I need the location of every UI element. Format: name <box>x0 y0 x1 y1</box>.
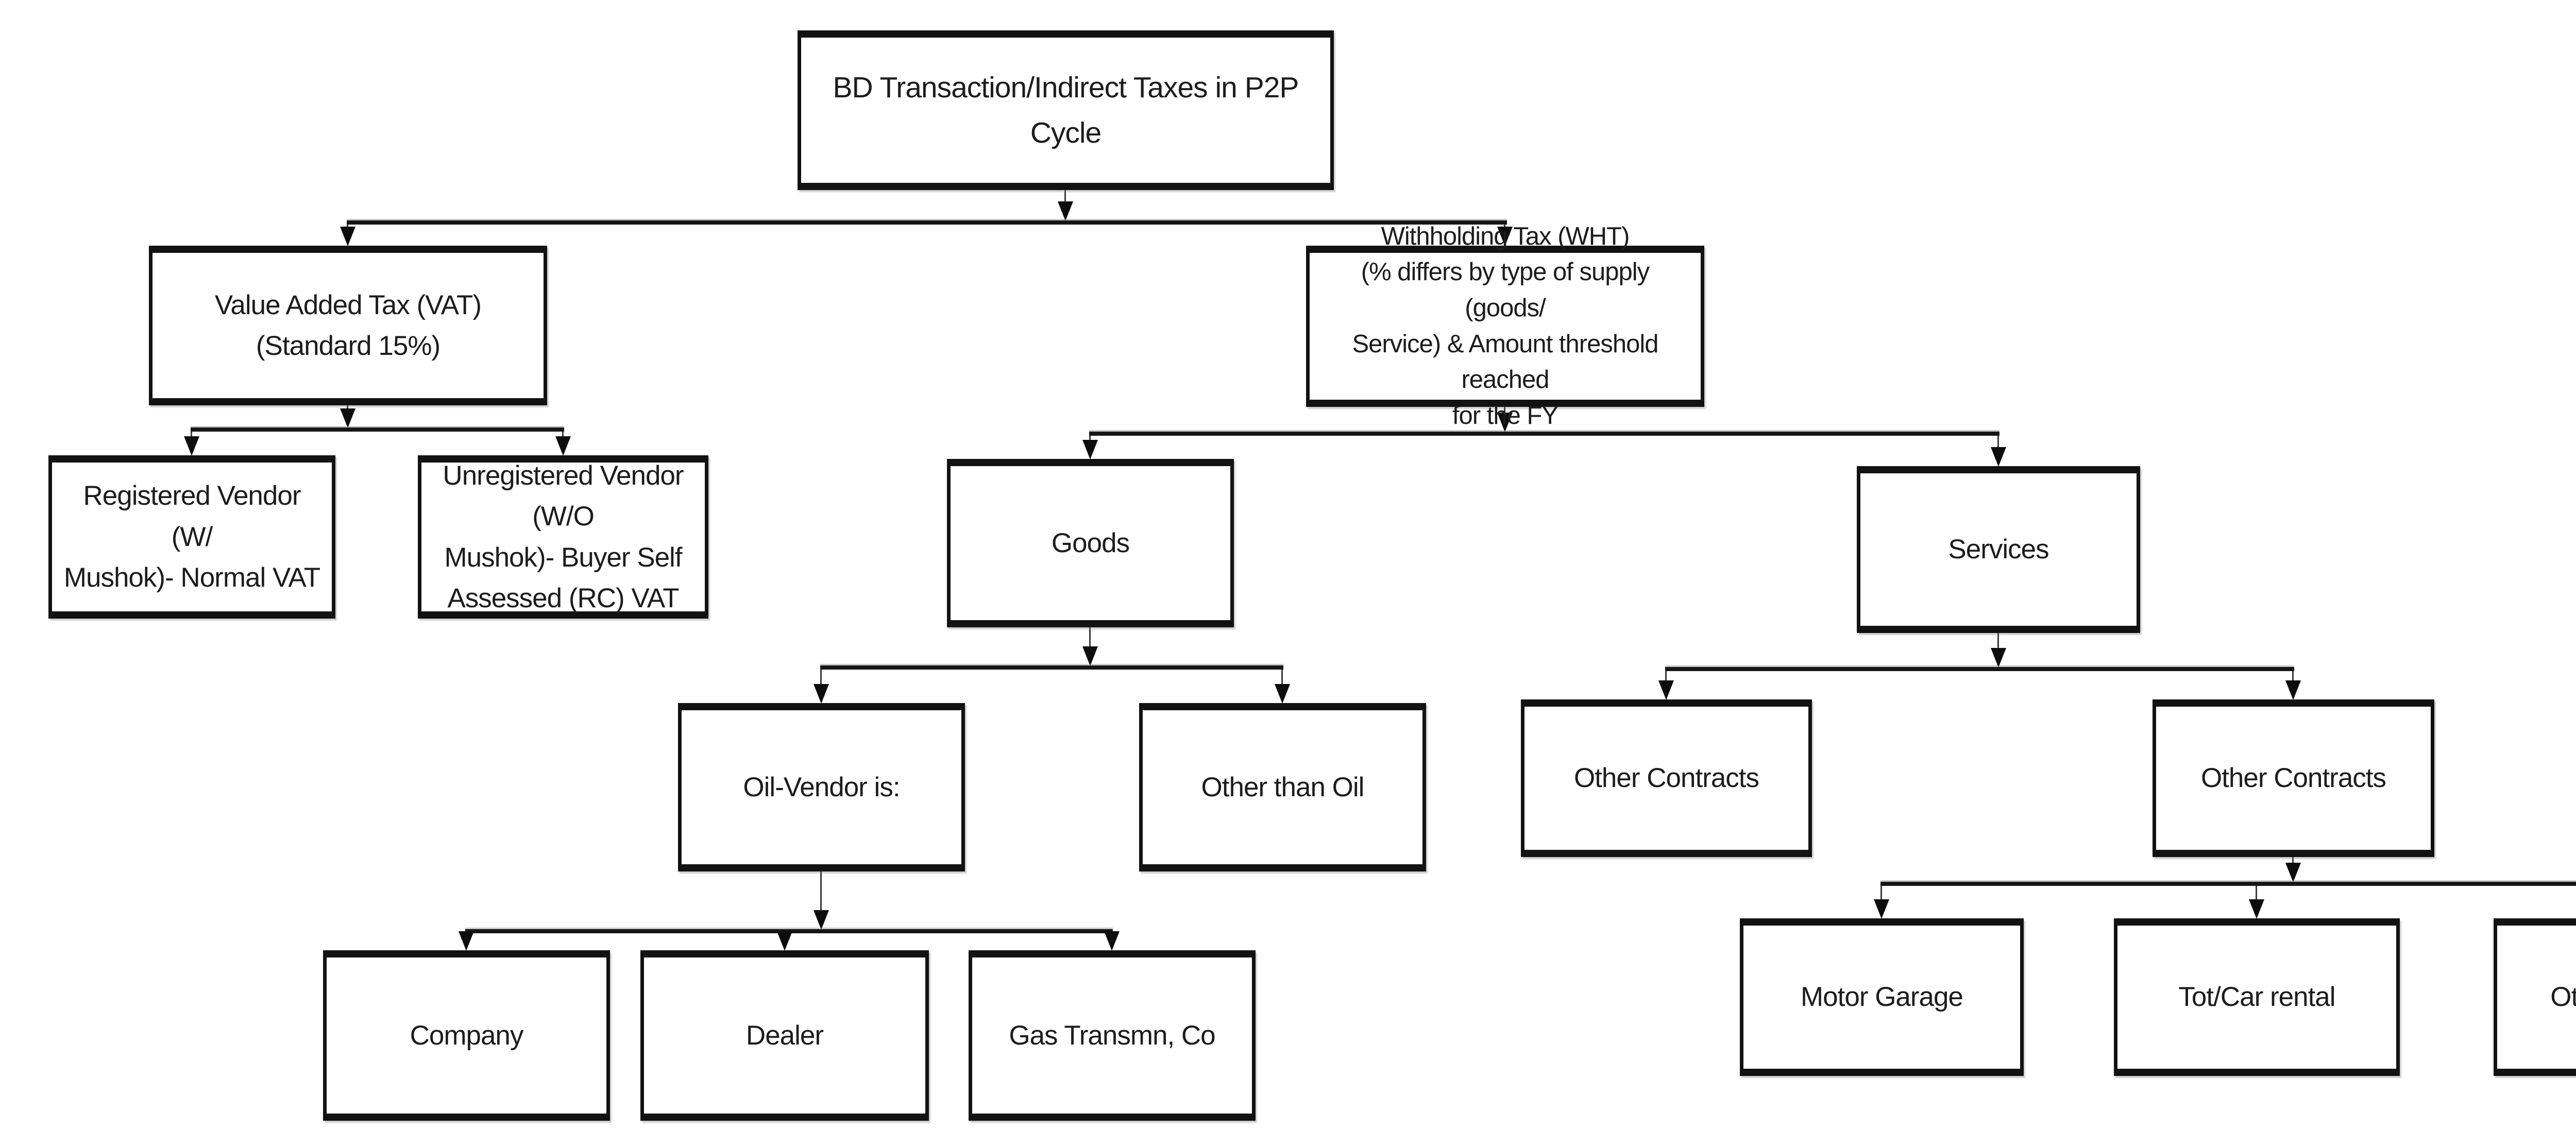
node-registered-vendor-label: Registered Vendor (W/ Mushok)- Normal VA… <box>63 481 320 593</box>
connector-drop-unregistered <box>562 432 564 438</box>
node-other-than-oil: Other than Oil <box>1139 703 1426 871</box>
node-company-label: Company <box>410 1020 524 1051</box>
node-dealer-label: Dealer <box>745 1020 824 1051</box>
node-motor-garage-label: Motor Garage <box>1801 982 1963 1013</box>
connector-wht-trunk <box>1504 407 1505 414</box>
connector-wht-branch-line <box>1089 432 1999 436</box>
connector-drop-other-contracts-left <box>1665 671 1667 681</box>
connector-other-contracts-trunk-arrowhead-icon <box>2285 863 2301 882</box>
node-motor-garage: Motor Garage <box>1740 918 2024 1076</box>
node-tot-car-rental-label: Tot/Car rental <box>2178 982 2335 1013</box>
connector-oil-vendor-arrowhead-icon <box>814 684 829 704</box>
connector-goods-trunk-arrowhead-icon <box>1082 646 1098 666</box>
connector-other-contracts-trunk <box>2292 857 2294 864</box>
connector-oil-vendor-trunk-arrowhead-icon <box>814 910 829 930</box>
connector-dealer-arrowhead-icon <box>777 931 792 951</box>
connector-drop-tot-car-rental <box>2256 886 2257 900</box>
connector-vat-trunk-arrowhead-icon <box>340 408 355 428</box>
connector-oil-vendor-trunk <box>820 871 822 911</box>
node-wht: Withholding Tax (WHT) (% differs by type… <box>1306 223 1704 430</box>
node-services-label: Services <box>1948 534 2049 565</box>
connector-drop-other-contracts-right <box>2292 671 2294 681</box>
node-gas-transmn-co: Gas Transmn, Co <box>969 950 1256 1121</box>
node-goods-label: Goods <box>1051 527 1130 558</box>
connector-drop-goods <box>1089 436 1091 441</box>
connector-root-branch-line <box>347 220 1507 225</box>
connector-drop-registered <box>191 432 192 438</box>
connector-tot-car-rental-arrowhead-icon <box>2249 899 2264 919</box>
node-services: Services <box>1857 466 2140 633</box>
node-other-services-label: Other Services <box>2550 982 2576 1013</box>
connector-other-contracts-branch-line <box>1880 882 2576 886</box>
connector-registered-arrowhead-icon <box>184 436 199 456</box>
node-other-than-oil-label: Other than Oil <box>1201 772 1365 802</box>
connector-wht-trunk-arrowhead-icon <box>1497 413 1513 432</box>
node-root-label: BD Transaction/Indirect Taxes in P2P Cyc… <box>833 71 1299 149</box>
node-other-contracts-right: Other Contracts <box>2153 699 2434 857</box>
node-other-contracts-right-label: Other Contracts <box>2200 763 2386 794</box>
node-registered-vendor: Registered Vendor (W/ Mushok)- Normal VA… <box>48 455 335 619</box>
node-company: Company <box>323 950 610 1121</box>
connector-goods-arrowhead-icon <box>1082 440 1098 459</box>
node-goods: Goods <box>947 459 1234 627</box>
connector-root-trunk <box>1064 190 1066 203</box>
connector-drop-other-than-oil <box>1281 670 1283 685</box>
connector-drop-services <box>1997 436 1999 448</box>
node-other-services: Other Services <box>2494 918 2576 1076</box>
connector-vat-arrowhead-icon <box>340 227 355 246</box>
connector-vat-trunk <box>347 405 348 410</box>
node-oil-vendor-label: Oil-Vendor is: <box>743 772 900 802</box>
connector-goods-trunk <box>1089 627 1091 647</box>
connector-drop-oil-vendor <box>820 670 822 685</box>
node-vat-label: Value Added Tax (VAT) (Standard 15%) <box>214 289 482 362</box>
node-oil-vendor: Oil-Vendor is: <box>678 703 965 871</box>
connector-motor-garage-arrowhead-icon <box>1874 899 1889 919</box>
node-other-contracts-left-label: Other Contracts <box>1573 763 1759 794</box>
node-tot-car-rental: Tot/Car rental <box>2114 918 2400 1076</box>
connector-root-arrowhead-icon <box>1058 201 1073 221</box>
connector-gas-transmn-arrowhead-icon <box>1104 931 1120 951</box>
connector-services-branch-line <box>1665 667 2294 671</box>
connector-services-arrowhead-icon <box>1991 447 2006 467</box>
node-root: BD Transaction/Indirect Taxes in P2P Cyc… <box>798 30 1334 190</box>
node-other-contracts-left: Other Contracts <box>1521 699 1812 857</box>
connector-other-contracts-right-arrowhead-icon <box>2285 680 2301 700</box>
node-gas-transmn-co-label: Gas Transmn, Co <box>1009 1020 1215 1051</box>
node-unregistered-vendor: Unregistered Vendor (W/O Mushok)- Buyer … <box>418 455 708 619</box>
connector-unregistered-arrowhead-icon <box>555 436 571 456</box>
node-dealer: Dealer <box>640 950 929 1121</box>
node-unregistered-vendor-label: Unregistered Vendor (W/O Mushok)- Buyer … <box>443 460 684 614</box>
connector-wht-arrowhead-icon <box>1497 227 1513 246</box>
node-wht-label: Withholding Tax (WHT) (% differs by type… <box>1352 222 1659 430</box>
connector-other-contracts-left-arrowhead-icon <box>1658 680 1674 700</box>
connector-services-trunk <box>1997 633 1999 649</box>
connector-goods-branch-line <box>820 665 1283 670</box>
connector-other-than-oil-arrowhead-icon <box>1275 684 1290 704</box>
connector-vat-branch-line <box>191 427 564 432</box>
connector-services-trunk-arrowhead-icon <box>1991 648 2006 668</box>
connector-company-arrowhead-icon <box>459 931 474 951</box>
connector-drop-motor-garage <box>1880 886 1882 900</box>
node-vat: Value Added Tax (VAT) (Standard 15%) <box>149 246 547 405</box>
